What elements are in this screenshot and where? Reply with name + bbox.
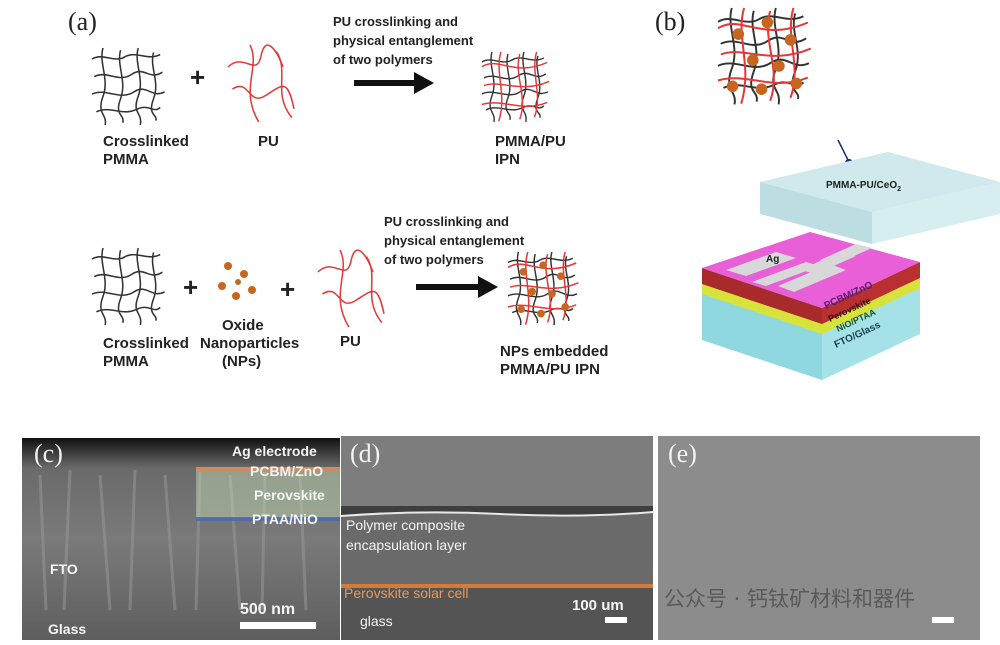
label-glass: Glass: [48, 621, 86, 637]
label-nps: (NPs): [222, 353, 261, 370]
label-pcbm-zno: PCBM/ZnO: [250, 463, 323, 479]
label-ipn: IPN: [495, 151, 520, 168]
panel-d-sem: (d) Polymer composite encapsulation laye…: [340, 436, 654, 640]
pmma-pu-ipn: [482, 52, 549, 122]
layer-ag: Ag: [766, 254, 779, 265]
label-ptaa-nio: PTAA/NiO: [252, 511, 318, 527]
scale-bar: [932, 617, 954, 623]
label-glass: glass: [360, 613, 393, 629]
label-ag-electrode: Ag electrode: [232, 443, 317, 459]
plus-sign: +: [183, 272, 198, 302]
pu-chains: [227, 44, 295, 123]
solar-cell-stack: Ag PCBM/ZnO Perovskite NiO/PTAA FTO/Glas…: [702, 232, 920, 380]
plus-sign: +: [280, 274, 295, 304]
oxide-nanoparticles: [218, 262, 256, 300]
arrow-text-3: of two polymers: [384, 252, 484, 267]
label-perovskite: Perovskite: [254, 487, 325, 503]
watermark: 公众号 · 钙钛矿材料和器件: [664, 587, 915, 611]
label-pmma-pu: PMMA/PU: [495, 133, 566, 150]
arrow-text-3: of two polymers: [333, 52, 433, 67]
crosslinked-pmma-network-2: [91, 247, 166, 326]
label-pmma: PMMA: [103, 151, 149, 168]
encapsulation-layer: PMMA-PU/CeO2: [760, 152, 1000, 244]
arrow-text-1: PU crosslinking and: [333, 14, 458, 29]
label-crosslinked: Crosslinked: [103, 335, 189, 352]
arrow-text-1: PU crosslinking and: [384, 214, 509, 229]
panel-c-sem: (c) Ag electrode PCBM/ZnO Perovskite PTA…: [22, 438, 340, 640]
scale-bar-label: 100 um: [572, 597, 624, 614]
scale-bar-label: 500 nm: [240, 601, 295, 618]
label-fto: FTO: [50, 561, 78, 577]
panel-e-label: (e): [668, 439, 697, 468]
panel-b-label: (b): [655, 7, 685, 36]
label-pu: PU: [340, 333, 361, 350]
crosslinked-pmma-network: [91, 47, 166, 126]
encapsulation-label: PMMA-PU/CeO2: [826, 180, 901, 193]
arrow-text-2: physical entanglement: [384, 233, 525, 248]
label-pmma-pu-ipn: PMMA/PU IPN: [500, 361, 600, 378]
panel-c-label: (c): [34, 439, 63, 468]
label-encapsulation-layer: encapsulation layer: [346, 537, 467, 553]
label-oxide: Oxide: [222, 317, 264, 334]
pu-chains-2: [317, 249, 385, 328]
panel-e-sem: (e): [658, 436, 980, 640]
panel-d-label: (d): [350, 439, 380, 468]
encapsulation-main: PMMA-PU/CeO: [826, 180, 897, 191]
scale-bar: [605, 617, 627, 623]
plus-sign: +: [190, 62, 205, 92]
reaction-arrow: [416, 276, 498, 298]
pointer-line: [837, 139, 849, 161]
label-crosslinked: Crosslinked: [103, 133, 189, 150]
np-embedded-ipn: [508, 252, 578, 325]
reaction-arrow: [354, 72, 434, 94]
label-perovskite-solar-cell: Perovskite solar cell: [344, 585, 469, 601]
label-nps-embedded: NPs embedded: [500, 343, 608, 360]
label-pu: PU: [258, 133, 279, 150]
panel-b: (b) PMMA-PU/CeO2 Ag: [655, 7, 1000, 380]
label-nanoparticles: Nanoparticles: [200, 335, 299, 352]
encapsulation-subscript: 2: [897, 186, 901, 193]
label-polymer-composite: Polymer composite: [346, 517, 465, 533]
panel-a: (a) + Crosslinked PMMA PU PU crosslinkin…: [68, 7, 608, 378]
arrow-text-2: physical entanglement: [333, 33, 474, 48]
composite-network: [718, 8, 811, 104]
label-pmma: PMMA: [103, 353, 149, 370]
scale-bar: [240, 622, 316, 629]
panel-a-label: (a): [68, 7, 97, 36]
